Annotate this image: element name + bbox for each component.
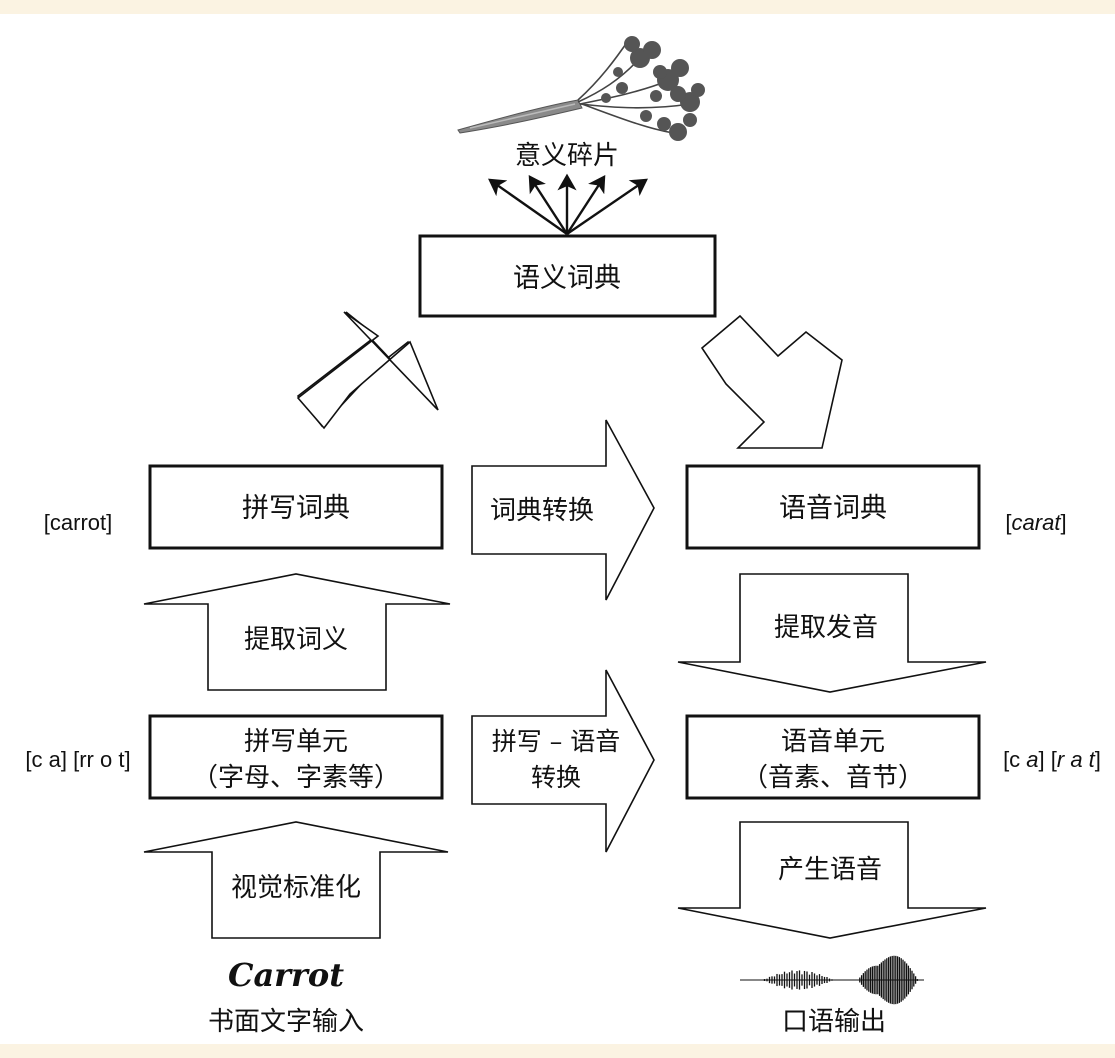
access-pronunciation-arrow: 提取发音 <box>677 573 987 693</box>
carrot-script-word: Carrot <box>228 956 344 994</box>
access-meaning-label: 提取词义 <box>244 625 348 655</box>
phonological-units-box: 语音单元 （音素、音节） <box>685 714 981 800</box>
grapheme-phoneme-label1: 拼写 – 语音 <box>492 727 620 756</box>
written-input-label: 书面文字输入 <box>208 1007 364 1037</box>
ortho-example-label: [carrot] <box>44 510 112 535</box>
visual-normalization-label: 视觉标准化 <box>231 873 361 903</box>
waveform-image <box>740 955 924 1005</box>
carrot-image <box>457 36 705 141</box>
phono-example-label: [carat] <box>1005 510 1066 535</box>
speech-production-label: 产生语音 <box>778 855 882 885</box>
meaning-arrows <box>488 173 648 235</box>
phonological-lexicon-label: 语音词典 <box>779 493 887 524</box>
phonological-lexicon-box: 语音词典 <box>685 464 981 550</box>
orthographic-lexicon-label: 拼写词典 <box>242 493 350 524</box>
top-band <box>0 0 1115 14</box>
ortho-units-line2: （字母、字素等） <box>192 763 400 793</box>
up-right-arrow <box>296 311 439 430</box>
semantic-lexicon-box: 语义词典 <box>418 234 717 318</box>
orthographic-units-box: 拼写单元 （字母、字素等） <box>148 714 444 800</box>
ortho-units-line1: 拼写单元 <box>244 727 348 757</box>
down-right-arrow <box>700 314 843 449</box>
phono-units-example: [c a] [r a t] <box>1003 747 1101 772</box>
grapheme-phoneme-label2: 转换 <box>531 763 581 792</box>
lexical-conversion-arrow: 词典转换 <box>471 419 655 601</box>
speech-production-arrow: 产生语音 <box>677 821 987 939</box>
meaning-fragments-label: 意义碎片 <box>515 141 619 171</box>
lexical-conversion-label: 词典转换 <box>490 496 594 526</box>
spoken-output-label: 口语输出 <box>782 1007 886 1037</box>
grapheme-phoneme-arrow: 拼写 – 语音 转换 <box>471 669 655 853</box>
ortho-units-example: [c a] [rr o t] <box>25 747 130 772</box>
orthographic-lexicon-box: 拼写词典 <box>148 464 444 550</box>
access-meaning-arrow: 提取词义 <box>143 573 451 691</box>
semantic-lexicon-label: 语义词典 <box>513 263 621 294</box>
phono-units-line2: （音素、音节） <box>742 763 924 793</box>
phono-units-line1: 语音单元 <box>781 727 885 757</box>
access-pronunciation-label: 提取发音 <box>774 613 878 643</box>
visual-normalization-arrow: 视觉标准化 <box>143 821 449 939</box>
bottom-band <box>0 1044 1115 1058</box>
